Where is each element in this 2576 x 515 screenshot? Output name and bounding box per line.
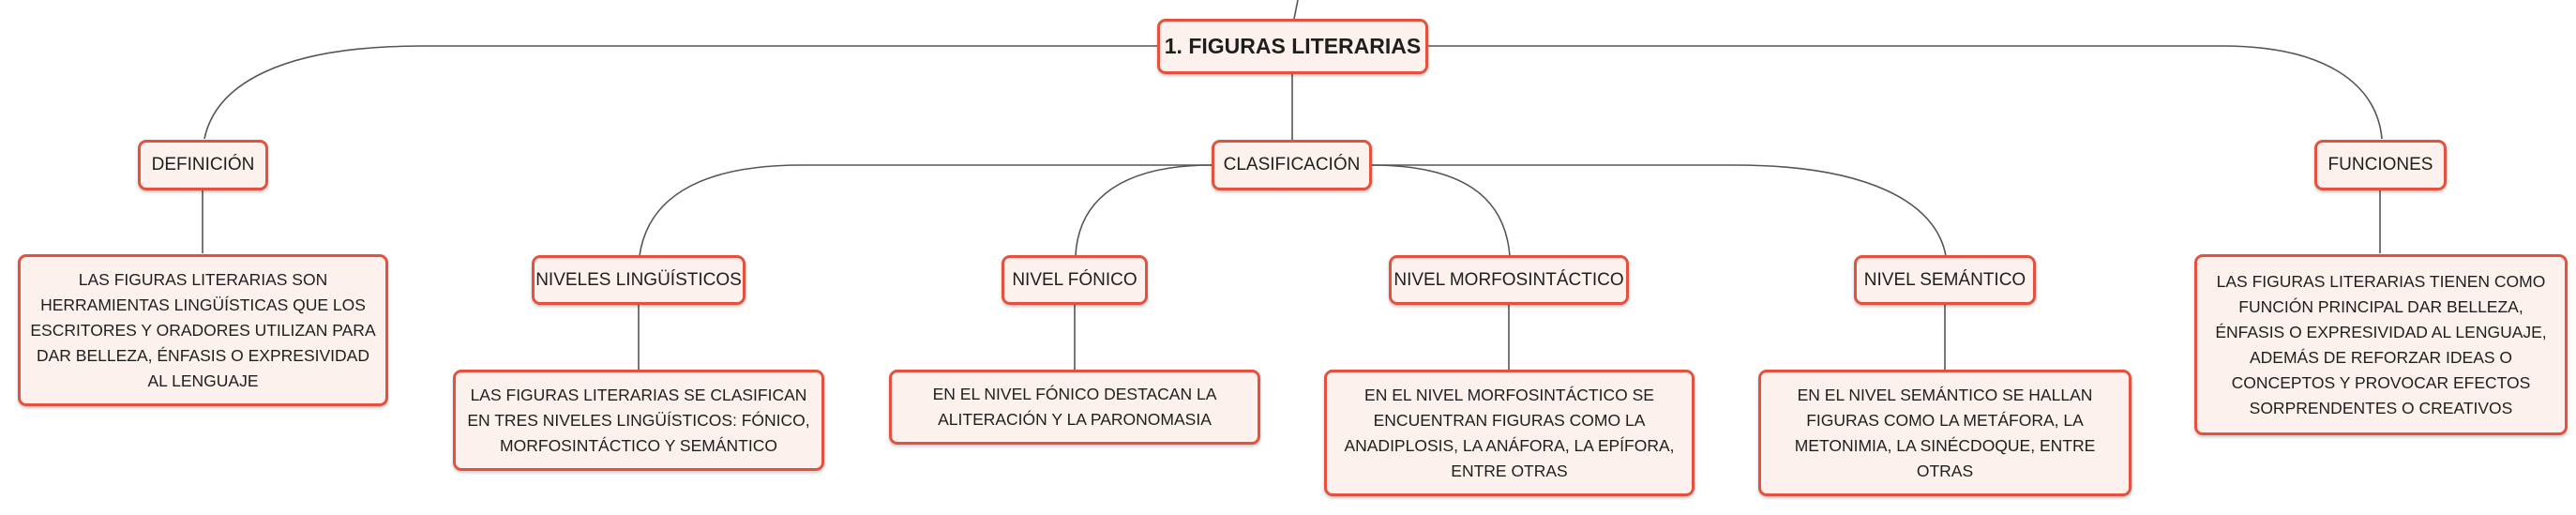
nivel-semantico-text: EN EL NIVEL SEMÁNTICO SE HALLAN FIGURAS … xyxy=(1794,385,2096,480)
funciones-node[interactable]: FUNCIONES xyxy=(2314,140,2447,190)
connector-clasificacion-semantico xyxy=(1371,164,1947,257)
connector-root-definicion xyxy=(203,45,1157,140)
nivel-semantico-text-node[interactable]: EN EL NIVEL SEMÁNTICO SE HALLAN FIGURAS … xyxy=(1758,370,2132,496)
nivel-fonico-label: NIVEL FÓNICO xyxy=(1012,269,1137,290)
nivel-semantico-node[interactable]: NIVEL SEMÁNTICO xyxy=(1854,255,2036,305)
connector-clasificacion-niveles xyxy=(639,164,1212,257)
nivel-semantico-label: NIVEL SEMÁNTICO xyxy=(1863,269,2026,290)
definicion-text: LAS FIGURAS LITERARIAS SON HERRAMIENTAS … xyxy=(30,269,376,390)
root-node[interactable]: 1. FIGURAS LITERARIAS xyxy=(1157,19,1428,74)
nivel-morfosintactico-node[interactable]: NIVEL MORFOSINTÁCTICO xyxy=(1389,255,1629,305)
definicion-label: DEFINICIÓN xyxy=(151,155,255,174)
nivel-fonico-text-node[interactable]: EN EL NIVEL FÓNICO DESTACAN LA ALITERACI… xyxy=(889,370,1260,445)
connector-clasificacion-morfosintactico xyxy=(1370,164,1511,257)
definicion-text-node[interactable]: LAS FIGURAS LITERARIAS SON HERRAMIENTAS … xyxy=(18,254,388,406)
clasificacion-label: CLASIFICACIÓN xyxy=(1223,155,1361,174)
niveles-linguisticos-label: NIVELES LINGÜÍSTICOS xyxy=(535,269,742,290)
nivel-fonico-node[interactable]: NIVEL FÓNICO xyxy=(1002,255,1148,305)
niveles-linguisticos-text: LAS FIGURAS LITERARIAS SE CLASIFICAN EN … xyxy=(467,385,810,455)
connector-root-funciones xyxy=(1428,45,2383,140)
connector-clasificacion-fonico xyxy=(1075,164,1213,257)
funciones-text: LAS FIGURAS LITERARIAS TIENEN COMO FUNCI… xyxy=(2215,271,2547,417)
nivel-morfosintactico-label: NIVEL MORFOSINTÁCTICO xyxy=(1393,269,1624,290)
root-title: 1. FIGURAS LITERARIAS xyxy=(1164,34,1422,58)
funciones-text-node[interactable]: LAS FIGURAS LITERARIAS TIENEN COMO FUNCI… xyxy=(2194,254,2568,435)
funciones-label: FUNCIONES xyxy=(2327,155,2433,174)
connector-root-top xyxy=(1293,0,1299,20)
niveles-linguisticos-node[interactable]: NIVELES LINGÜÍSTICOS xyxy=(532,255,746,305)
nivel-fonico-text: EN EL NIVEL FÓNICO DESTACAN LA ALITERACI… xyxy=(932,385,1217,429)
definicion-node[interactable]: DEFINICIÓN xyxy=(138,140,268,190)
niveles-linguisticos-text-node[interactable]: LAS FIGURAS LITERARIAS SE CLASIFICAN EN … xyxy=(453,370,824,471)
nivel-morfosintactico-text: EN EL NIVEL MORFOSINTÁCTICO SE ENCUENTRA… xyxy=(1344,385,1675,480)
nivel-morfosintactico-text-node[interactable]: EN EL NIVEL MORFOSINTÁCTICO SE ENCUENTRA… xyxy=(1324,370,1695,496)
clasificacion-node[interactable]: CLASIFICACIÓN xyxy=(1212,140,1372,190)
